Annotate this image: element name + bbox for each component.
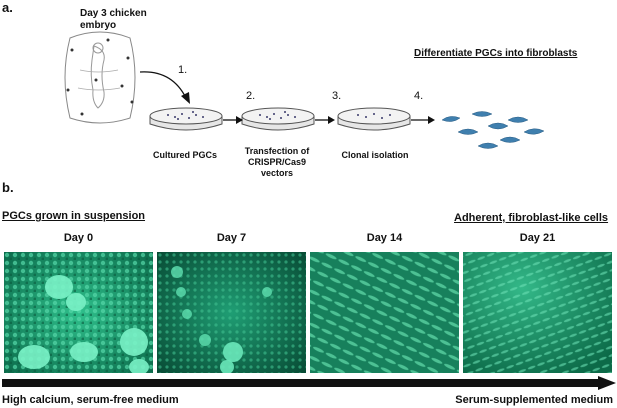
fibroblast-cells-illustration bbox=[442, 111, 545, 149]
panel-b-label: b. bbox=[2, 180, 14, 195]
caption-clonal-isolation: Clonal isolation bbox=[341, 150, 409, 160]
left-heading: PGCs grown in suspension bbox=[2, 210, 146, 222]
micrograph-day-14 bbox=[310, 252, 459, 373]
caption-cultured-pgcs: Cultured PGCs bbox=[152, 150, 217, 160]
arrow-right-icon bbox=[411, 116, 435, 124]
step-number-4: 4. bbox=[414, 90, 424, 102]
step-number-1: 1. bbox=[178, 64, 188, 76]
micrograph-day-7 bbox=[157, 252, 306, 373]
petri-dish-1 bbox=[149, 107, 223, 131]
arrow-right-icon bbox=[223, 116, 243, 124]
panel-a-label: a. bbox=[2, 0, 13, 15]
fibroblast-heading: Differentiate PGCs into fibroblasts bbox=[414, 48, 578, 59]
day-label-14: Day 14 bbox=[366, 232, 403, 244]
petri-dish-3 bbox=[337, 107, 411, 131]
day-label-21: Day 21 bbox=[519, 232, 556, 244]
embryo-illustration bbox=[64, 31, 136, 124]
right-medium-label: Serum-supplemented medium bbox=[455, 394, 613, 406]
micrograph-day-21 bbox=[463, 252, 612, 373]
petri-dish-2 bbox=[241, 107, 315, 131]
embryo-label: Day 3 chicken embryo bbox=[80, 8, 147, 31]
left-medium-label: High calcium, serum-free medium bbox=[2, 394, 179, 406]
day-label-0: Day 0 bbox=[63, 232, 94, 244]
medium-gradient-arrow bbox=[2, 376, 616, 390]
micrograph-day-0 bbox=[4, 252, 153, 373]
day-label-7: Day 7 bbox=[216, 232, 247, 244]
right-heading: Adherent, fibroblast-like cells bbox=[454, 212, 609, 224]
step-number-2: 2. bbox=[246, 90, 256, 102]
arrow-right-icon bbox=[315, 116, 335, 124]
step-number-3: 3. bbox=[332, 90, 342, 102]
curved-arrow-icon bbox=[139, 71, 190, 104]
caption-transfection: Transfection of CRISPR/Cas9 vectors bbox=[244, 146, 310, 178]
